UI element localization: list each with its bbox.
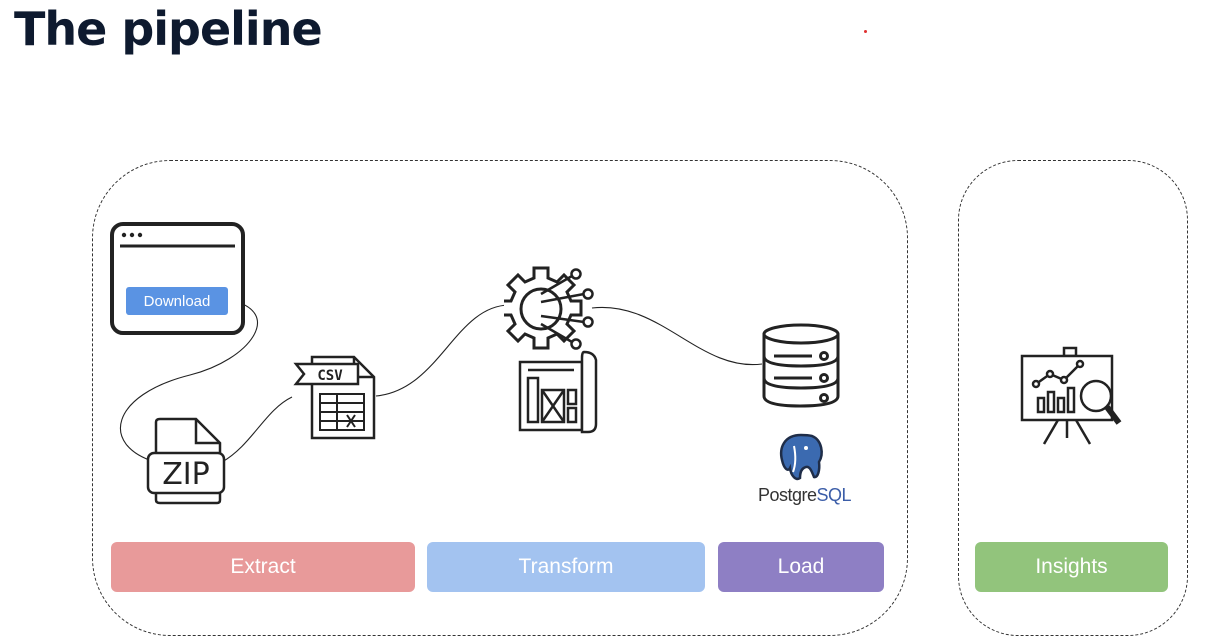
zip-label: ZIP xyxy=(162,457,210,492)
page-title: The pipeline xyxy=(14,2,323,56)
gear-circuit-icon xyxy=(504,266,594,350)
postgresql-elephant-icon xyxy=(780,433,823,481)
download-button: Download xyxy=(126,287,228,315)
csv-file-icon: CSV xyxy=(293,355,376,440)
csv-label: CSV xyxy=(317,368,343,384)
zip-file-icon: ZIP xyxy=(146,417,226,505)
stage-extract: Extract xyxy=(111,542,415,592)
browser-window-icon xyxy=(110,222,245,335)
postgresql-label: PostgreSQL xyxy=(758,485,852,505)
database-icon xyxy=(762,323,840,408)
marker-dot xyxy=(864,30,867,33)
connector-gear-database xyxy=(591,306,763,366)
stage-load: Load xyxy=(718,542,884,592)
stage-insights: Insights xyxy=(975,542,1168,592)
stage-transform: Transform xyxy=(427,542,705,592)
connector-csv-gear xyxy=(375,304,511,397)
presentation-chart-icon xyxy=(1020,346,1122,445)
connector-zip-csv xyxy=(221,396,293,463)
connector-download-zip xyxy=(119,299,258,463)
blueprint-icon xyxy=(518,350,598,434)
